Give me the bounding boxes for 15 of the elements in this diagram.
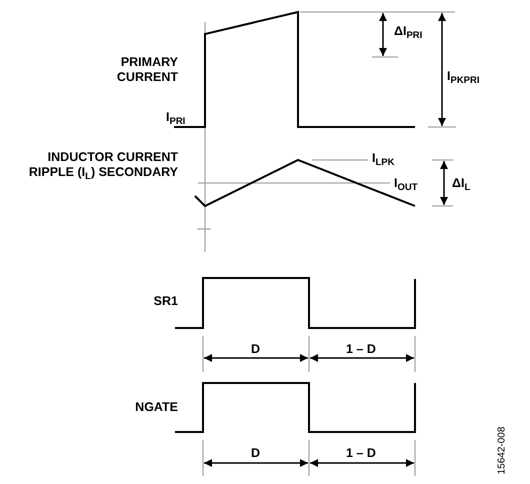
signal-label: PRIMARY CURRENT bbox=[116, 55, 178, 85]
duty-cycle-label: D bbox=[251, 342, 260, 357]
signal-label: ΔI$_{PRI}$ bbox=[394, 24, 422, 39]
signal-label: SR1 bbox=[152, 294, 178, 309]
figure-number: 15642-008 bbox=[495, 426, 508, 474]
signal-label: I$_{PRI}$ bbox=[166, 110, 186, 125]
duty-cycle-label: D bbox=[251, 446, 260, 461]
signal-label: I$_{PKPRI}$ bbox=[447, 69, 480, 84]
signal-label: NGATE bbox=[134, 400, 178, 415]
duty-cycle-label: 1 – D bbox=[346, 446, 376, 461]
signal-label: INDUCTOR CURRENT RIPPLE (I$_{L}$) SECONDARY bbox=[28, 150, 178, 180]
signal-label: I$_{OUT}$ bbox=[394, 176, 418, 191]
signal-label: I$_{LPK}$ bbox=[372, 151, 394, 166]
signal-label: ΔI$_{L}$ bbox=[452, 176, 470, 191]
duty-cycle-label: 1 – D bbox=[346, 342, 376, 357]
